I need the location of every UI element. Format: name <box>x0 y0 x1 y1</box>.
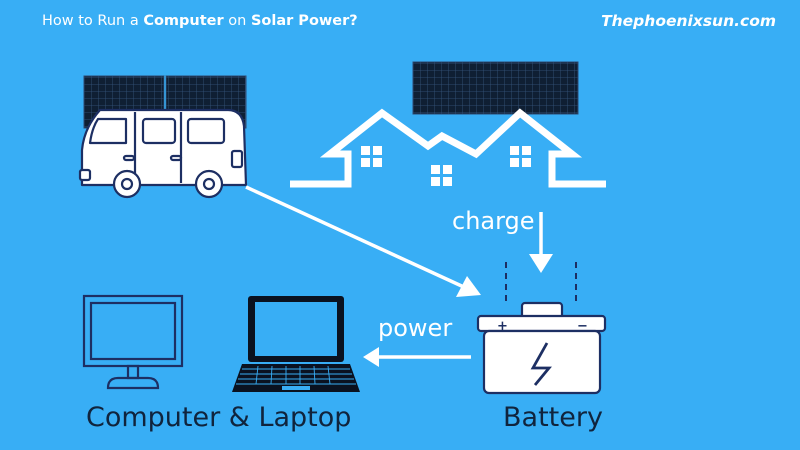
charge-label: charge <box>452 207 535 235</box>
monitor-icon <box>82 294 184 390</box>
arrow-icon <box>245 185 481 297</box>
battery-minus-label: − <box>577 319 588 334</box>
title-part-1: How to Run a <box>42 13 144 29</box>
title-part-2: Computer <box>143 13 224 29</box>
title-part-3: on <box>223 13 251 29</box>
battery-icon: + − <box>476 262 607 395</box>
arrow-icon <box>363 347 471 367</box>
battery-label: Battery <box>503 402 603 433</box>
title-part-4: Solar Power? <box>250 13 358 29</box>
battery-plus-label: + <box>497 319 508 334</box>
houses-icon <box>290 108 606 188</box>
van-icon <box>78 108 248 199</box>
lightning-icon <box>530 342 552 386</box>
laptop-icon <box>232 296 360 392</box>
power-label: power <box>378 314 453 342</box>
computer-laptop-label: Computer & Laptop <box>86 402 352 433</box>
page-title: How to Run a Computer on Solar Power? <box>42 13 358 29</box>
arrow-icon <box>529 212 553 273</box>
solar-panel-icon <box>412 61 579 115</box>
brand-name: Thephoenixsun.com <box>601 12 776 30</box>
